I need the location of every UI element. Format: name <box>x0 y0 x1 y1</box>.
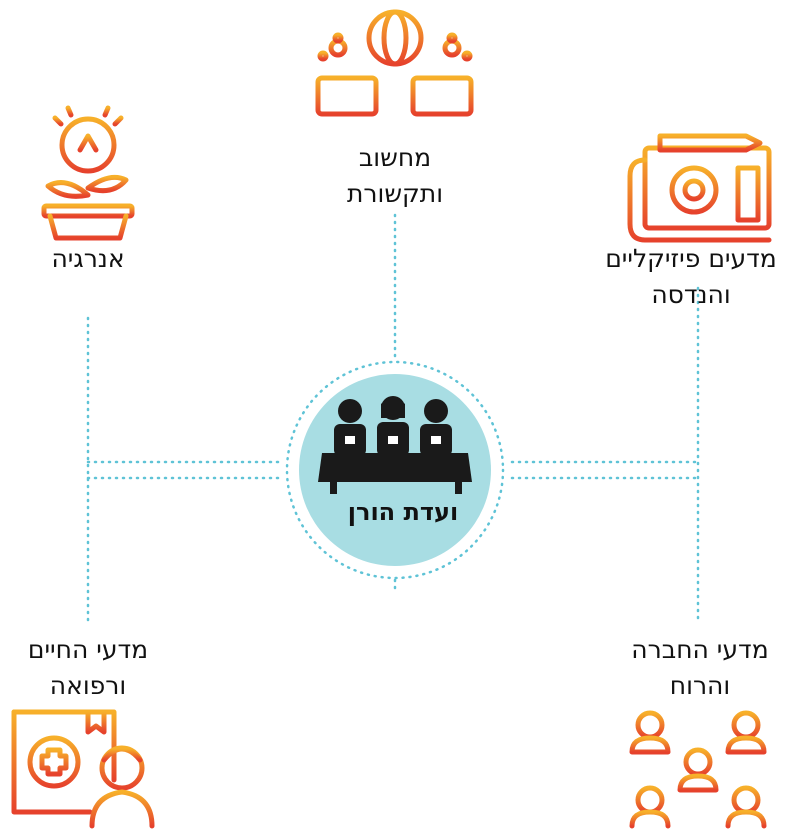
horn-committee-node <box>285 360 505 580</box>
connector-lines <box>86 213 700 624</box>
physics-line1: מדעים פיזיקליים <box>605 244 777 273</box>
life-line2: ורפואה <box>49 671 127 700</box>
computing-line2: ותקשורת <box>346 179 444 208</box>
blueprint-gear-icon <box>627 133 772 243</box>
social-line1: מדעי החברה <box>631 635 769 664</box>
center-title: ועדת הורן <box>347 498 459 526</box>
physics-line2: והנדסה <box>651 280 731 309</box>
field-label-life: מדעי החיים ורפואה <box>4 632 172 704</box>
medical-record-doctor-icon <box>11 709 155 829</box>
committee-panel-icon <box>318 396 472 494</box>
people-network-icon <box>629 709 767 829</box>
energy-line1: אנרגיה <box>51 244 125 273</box>
social-line2: והרוח <box>669 671 731 700</box>
field-label-computing: מחשוב ותקשורת <box>315 140 475 212</box>
computing-line1: מחשוב <box>358 143 432 172</box>
life-line1: מדעי החיים <box>27 635 149 664</box>
field-label-energy: אנרגיה <box>8 241 168 277</box>
field-label-social: מדעי החברה והרוח <box>602 632 798 704</box>
field-label-physics: מדעים פיזיקליים והנדסה <box>583 241 799 313</box>
computers-globe-icon <box>315 9 474 129</box>
lightbulb-plant-icon <box>41 101 135 241</box>
